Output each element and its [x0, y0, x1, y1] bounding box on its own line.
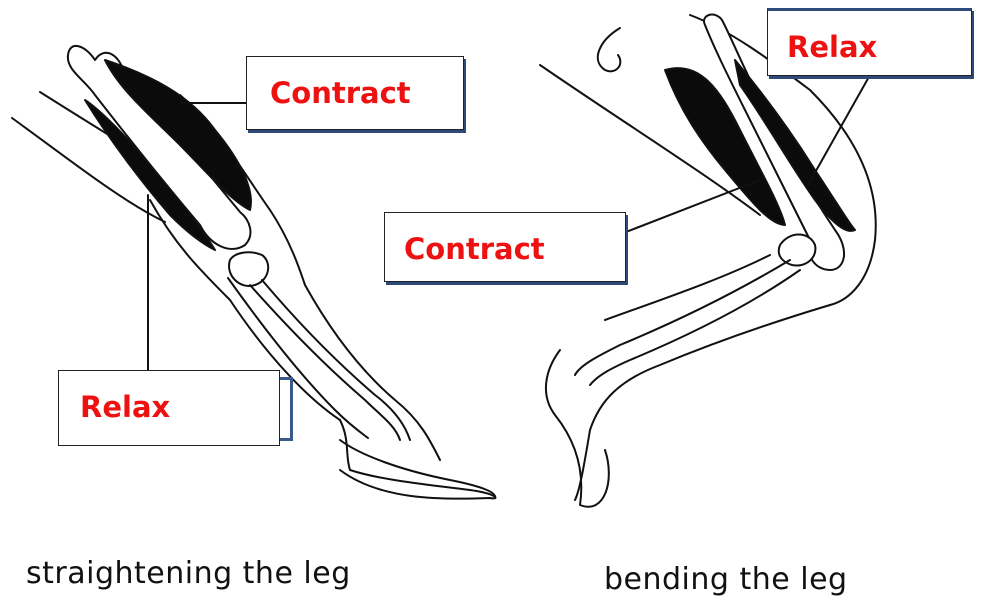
left-caption: straightening the leg	[26, 556, 351, 591]
left-relax-label: Relax	[80, 390, 170, 424]
left-contract-label: Contract	[270, 76, 411, 110]
right-relax-label: Relax	[787, 30, 877, 64]
right-caption: bending the leg	[604, 562, 848, 597]
right-contract-label: Contract	[404, 232, 545, 266]
left-relax-bracket	[280, 377, 293, 441]
